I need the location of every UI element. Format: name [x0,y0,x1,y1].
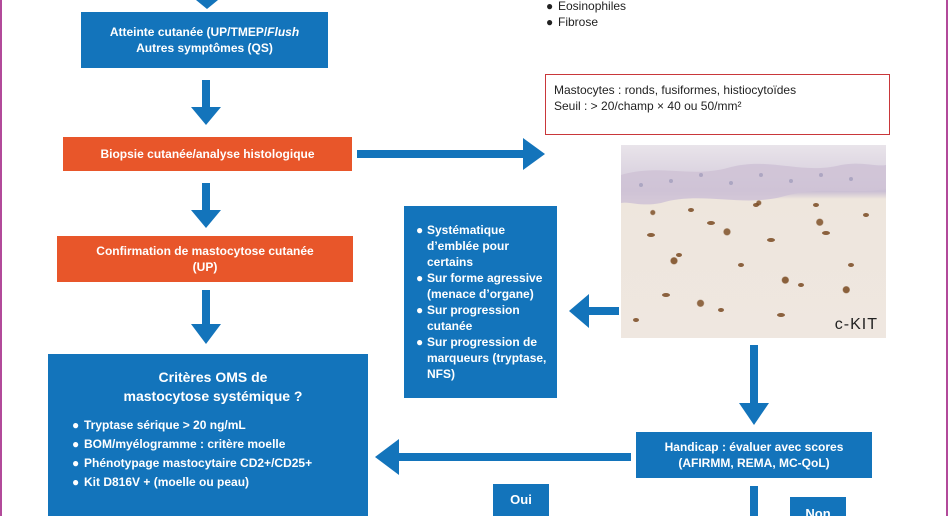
label-non-text: Non [805,506,831,516]
criteria-item: Tryptase sérique > 20 ng/mL [72,416,354,435]
box-handicap-line1: Handicap : évaluer avec scores [664,440,844,454]
arrow-left-to-criteria [375,439,631,475]
criteria-list: Tryptase sérique > 20 ng/mL BOM/myélogra… [72,416,354,492]
box-cutaneous-line2: Autres symptômes (QS) [136,41,273,55]
top-findings-item: Fibrose [546,14,626,30]
label-non: Non [790,497,846,516]
arrow-down-2 [191,183,221,228]
top-findings-item: Eosinophiles [546,0,626,14]
box-skin-biopsy: Biopsie cutanée/analyse histologique [63,137,352,171]
box-cutaneous-line1-text: Atteinte cutanée (UP/TMEP/ [109,25,268,39]
criteria-title-line1: Critères OMS de [158,369,268,385]
right-frame-border [946,0,948,516]
connector-below-handicap [750,486,758,516]
label-oui: Oui [493,484,549,516]
label-oui-text: Oui [510,492,532,507]
histology-texture [621,163,886,322]
box-confirm-line2: (UP) [192,260,218,274]
arrow-right-biopsy [357,138,545,170]
histology-image: c-KIT [621,145,886,338]
box-cutaneous-line1: Atteinte cutanée (UP/TMEP/Flush [110,24,299,40]
arrow-down-3 [191,290,221,344]
note-line1: Mastocytes : ronds, fusiformes, histiocy… [554,83,797,97]
indications-item: Sur forme agressive (menace d’organe) [416,270,549,302]
box-handicap-line2: (AFIRMM, REMA, MC-QoL) [678,456,830,470]
criteria-item: Kit D816V + (moelle ou peau) [72,473,354,492]
indications-item: Sur progression de marqueurs (tryptase, … [416,334,549,382]
box-biopsy-text: Biopsie cutanée/analyse histologique [100,147,315,161]
box-confirm-line1: Confirmation de mastocytose cutanée [96,244,314,258]
criteria-item: BOM/myélogramme : critère moelle [72,435,354,454]
indications-list: Systématique d’emblée pour certains Sur … [416,222,549,382]
left-frame-border [0,0,2,516]
box-indications: Systématique d’emblée pour certains Sur … [404,206,557,398]
box-cutaneous-involvement: Atteinte cutanée (UP/TMEP/Flush Autres s… [81,12,328,68]
arrow-left-to-indications [569,294,619,328]
indications-item: Sur progression cutanée [416,302,549,334]
arrow-top-incoming [196,0,218,9]
box-handicap: Handicap : évaluer avec scores (AFIRMM, … [636,432,872,478]
box-cutaneous-flush-text: Flush [267,25,300,39]
box-cutaneous-confirmation: Confirmation de mastocytose cutanée (UP) [57,236,353,282]
mastocyte-threshold-note: Mastocytes : ronds, fusiformes, histiocy… [545,74,890,135]
indications-item: Systématique d’emblée pour certains [416,222,549,270]
arrow-down-photo [739,345,769,425]
box-who-criteria: Critères OMS de mastocytose systémique ?… [48,354,368,516]
histology-stain-label: c-KIT [834,316,878,333]
criteria-item: Phénotypage mastocytaire CD2+/CD25+ [72,454,354,473]
criteria-title-line2: mastocytose systémique ? [123,388,303,404]
note-line2: Seuil : > 20/champ × 40 ou 50/mm² [554,99,742,113]
arrow-down-1 [191,80,221,125]
top-findings-list: Eosinophiles Fibrose [546,0,626,30]
